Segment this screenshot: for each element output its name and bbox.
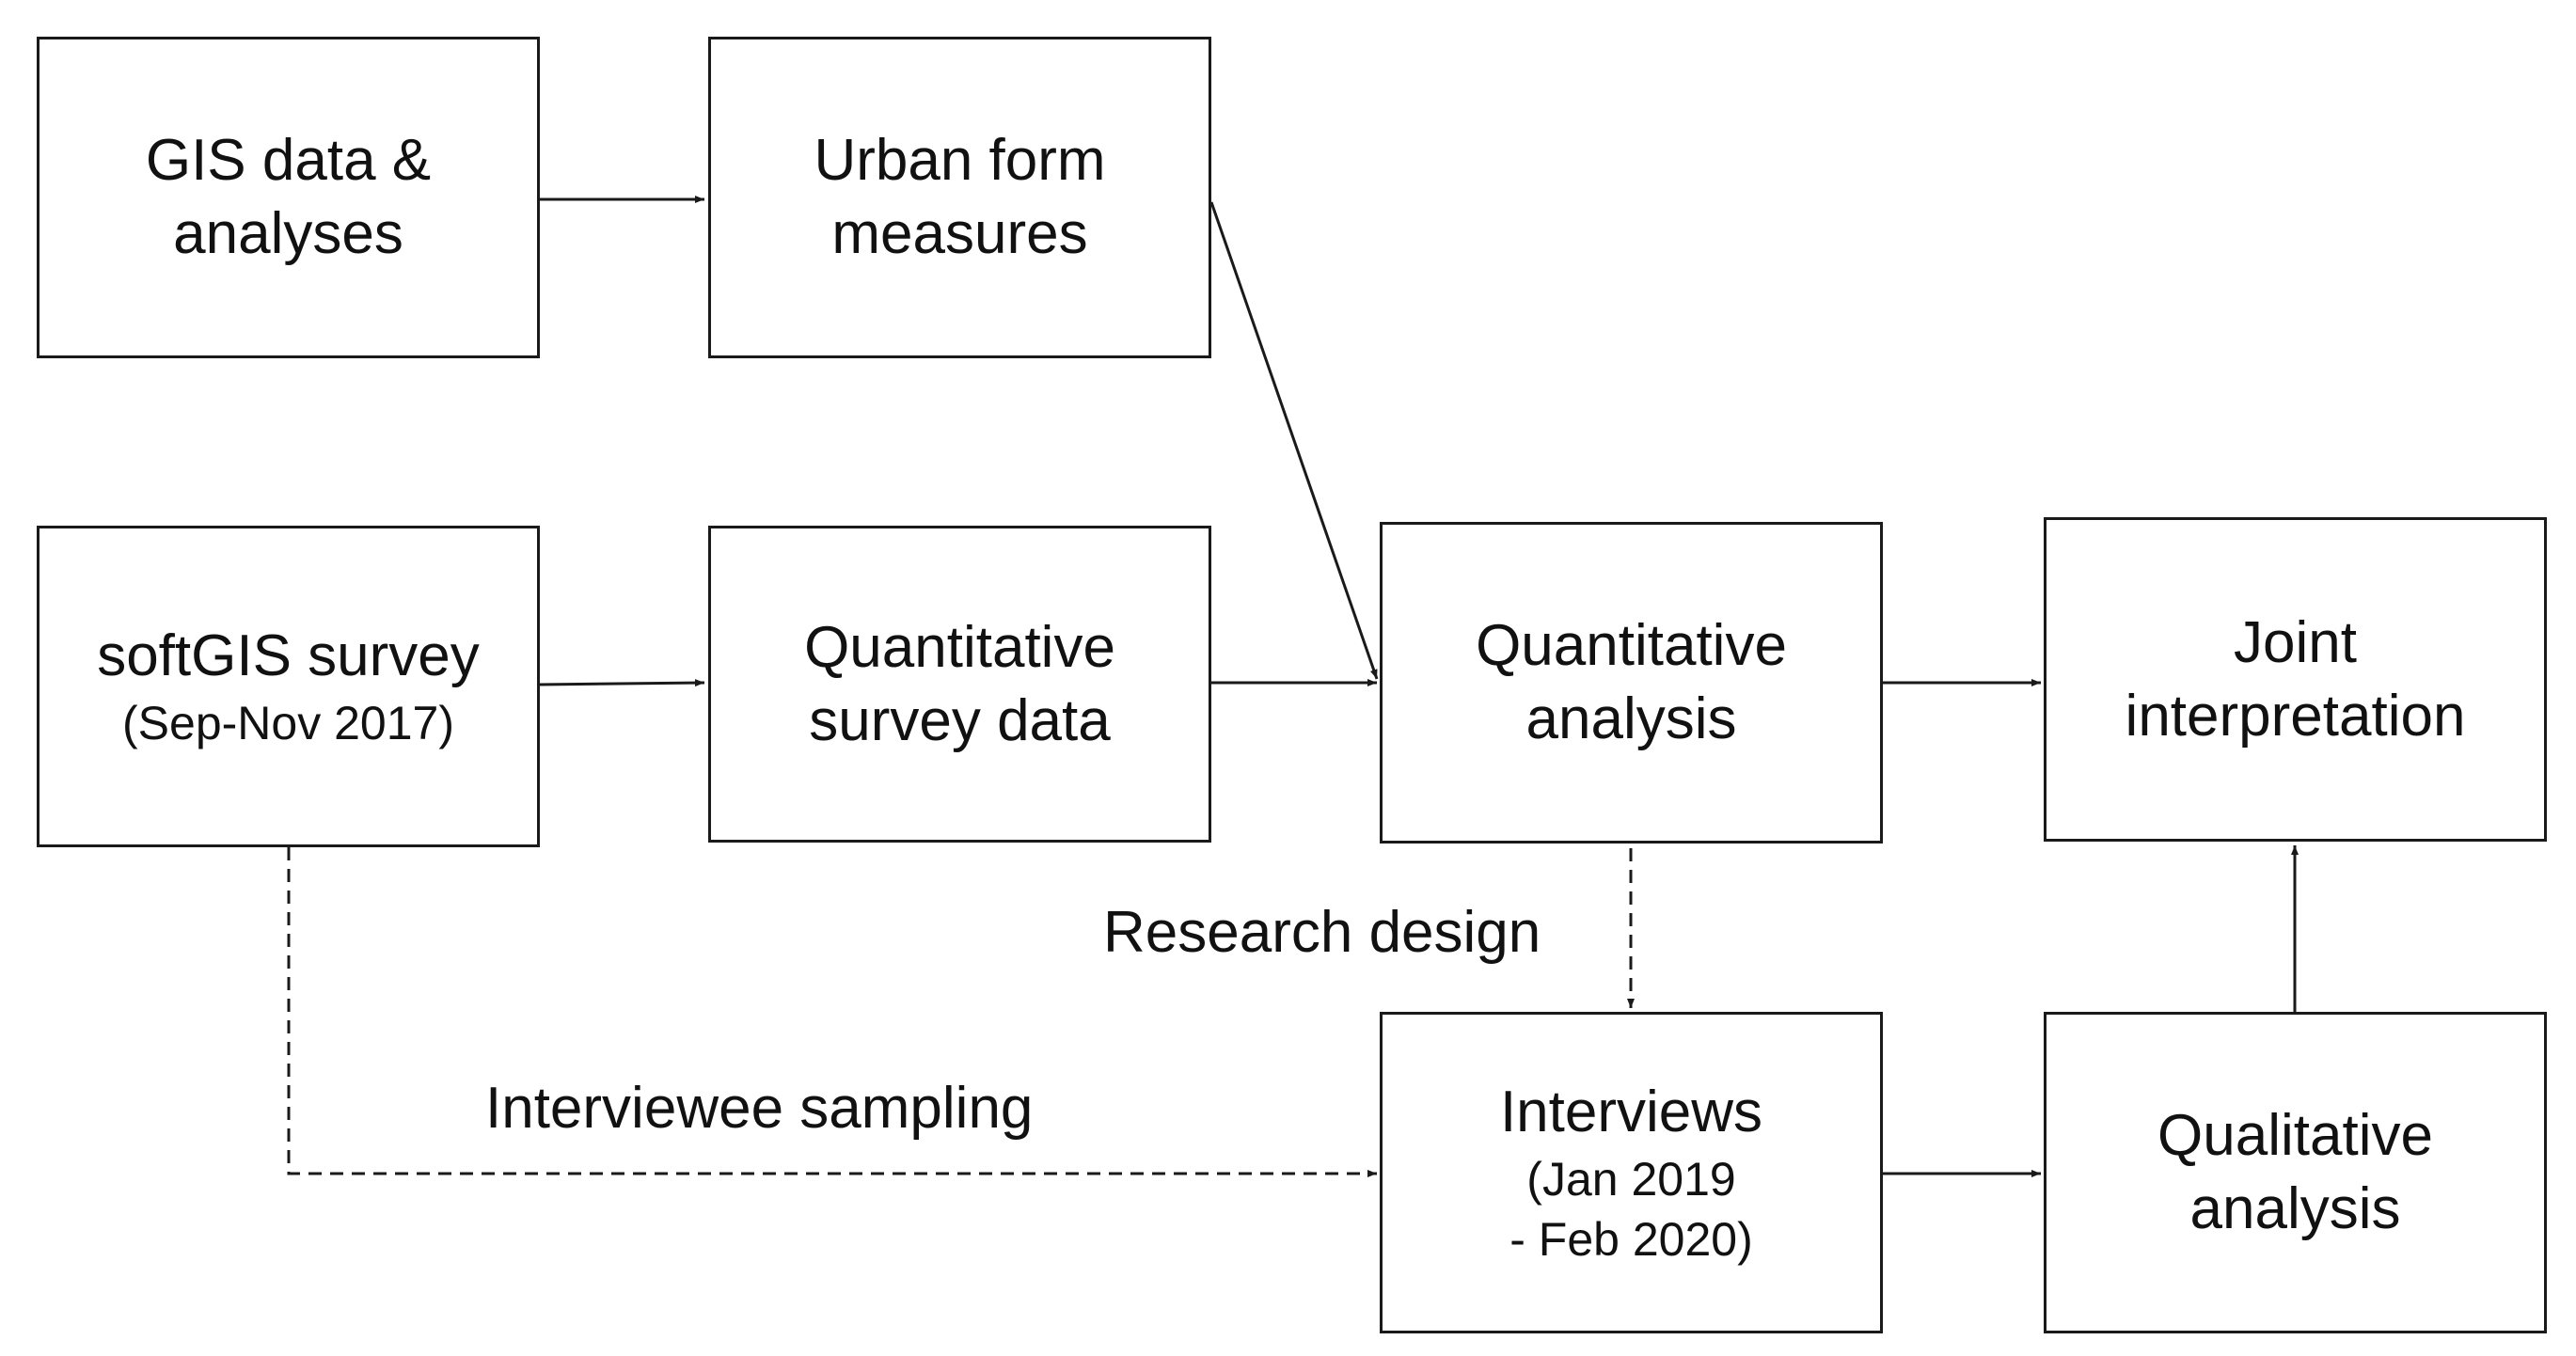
- arrow-softgis-to-interviews: [287, 847, 1377, 1177]
- node-joint-line-2: interpretation: [2125, 683, 2466, 749]
- label-interviewee-sampling: Interviewee sampling: [485, 1076, 1034, 1141]
- node-quant-analysis-line-2: analysis: [1525, 686, 1737, 751]
- node-urban-form-line-1: Urban form: [814, 128, 1106, 193]
- node-qual-line-1: Qualitative: [2157, 1103, 2433, 1168]
- node-interviews: Interviews (Jan 2019 - Feb 2020): [1380, 1012, 1883, 1333]
- node-interviews-date-1: (Jan 2019: [1526, 1153, 1736, 1206]
- arrow-softgis-to-quant-survey: [539, 679, 705, 687]
- node-quant-survey-line-1: Quantitative: [804, 614, 1115, 680]
- node-gis-data-analyses: GIS data & analyses: [37, 37, 540, 358]
- node-gis-line-2: analyses: [173, 201, 403, 266]
- node-quantitative-survey-data: Quantitative survey data: [708, 526, 1211, 843]
- node-quant-survey-line-2: survey data: [809, 687, 1111, 753]
- node-joint-line-1: Joint: [2234, 609, 2357, 675]
- node-joint-interpretation: Joint interpretation: [2044, 517, 2547, 842]
- node-softgis-line-1: softGIS survey: [97, 623, 480, 688]
- node-interviews-line-1: Interviews: [1499, 1080, 1763, 1144]
- node-qualitative-analysis: Qualitative analysis: [2044, 1012, 2547, 1333]
- node-urban-form-line-2: measures: [831, 201, 1088, 266]
- node-quantitative-analysis: Quantitative analysis: [1380, 522, 1883, 844]
- label-research-design: Research design: [1103, 900, 1541, 965]
- node-urban-form-measures: Urban form measures: [708, 37, 1211, 358]
- node-quant-analysis-line-1: Quantitative: [1476, 613, 1787, 678]
- node-interviews-date-2: - Feb 2020): [1509, 1213, 1753, 1266]
- arrow-urban-form-to-quant-analysis: [1209, 201, 1379, 680]
- node-qual-line-2: analysis: [2189, 1176, 2401, 1241]
- node-gis-line-1: GIS data &: [145, 128, 432, 193]
- node-softgis-survey: softGIS survey (Sep-Nov 2017): [37, 526, 540, 847]
- node-softgis-date: (Sep-Nov 2017): [122, 697, 454, 749]
